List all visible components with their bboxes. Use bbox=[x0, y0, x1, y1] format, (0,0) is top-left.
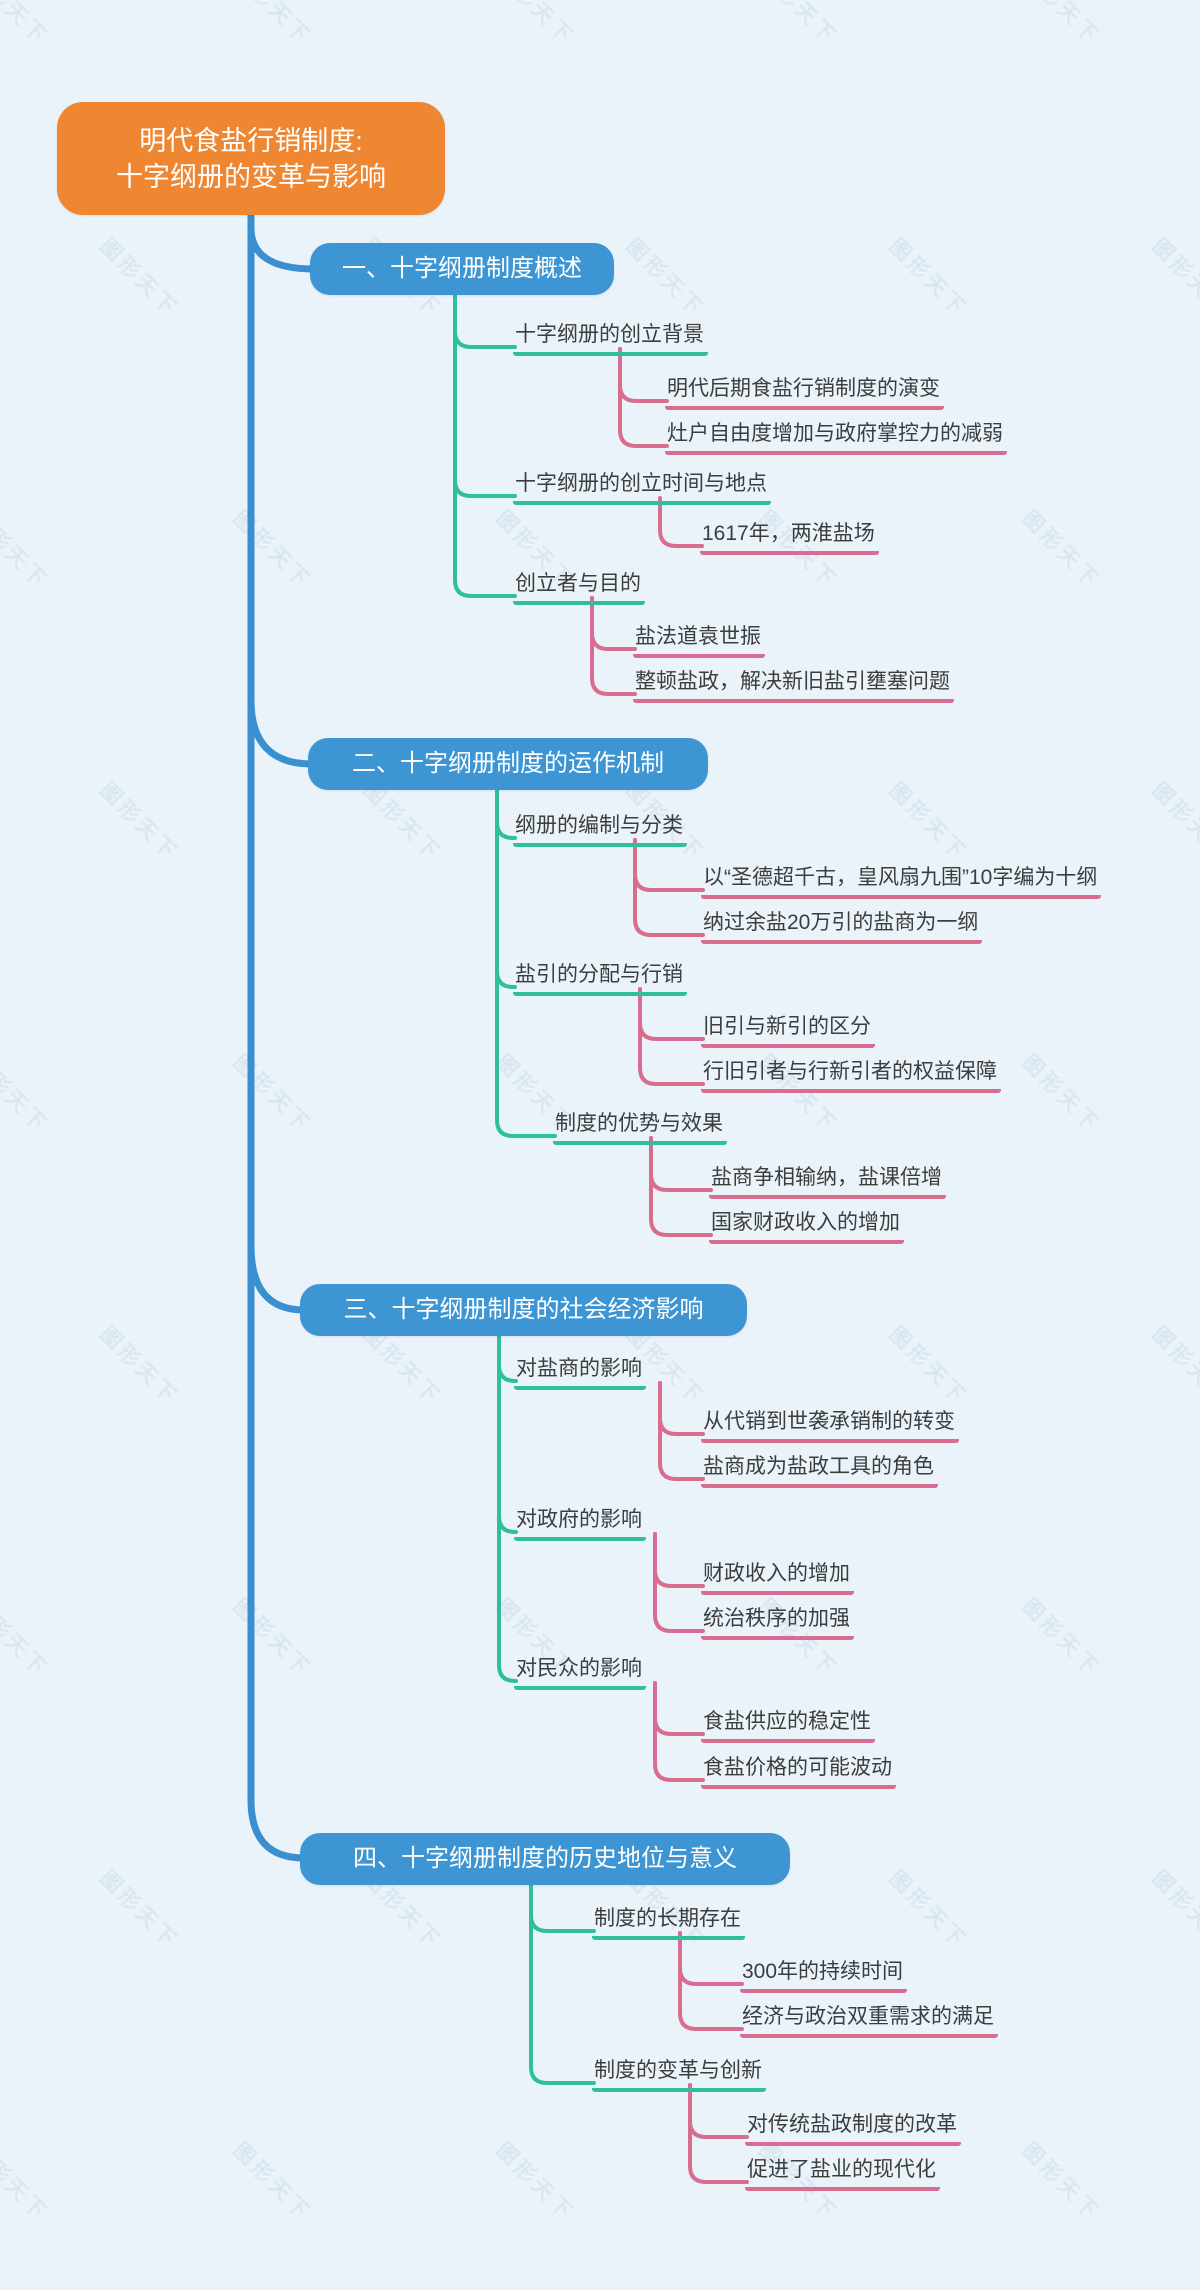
branch-4-topic-2[interactable]: 制度的变革与创新 bbox=[592, 2054, 766, 2092]
branch-3-topic-2-item-1[interactable]: 财政收入的增加 bbox=[701, 1557, 854, 1595]
branch-2-topic-connectors bbox=[495, 789, 557, 1138]
branch-4-topic-1[interactable]: 制度的长期存在 bbox=[592, 1902, 745, 1940]
branch-4-leaf-connectors bbox=[678, 1931, 749, 2184]
branch-4-box[interactable]: 四、十字纲册制度的历史地位与意义 bbox=[300, 1833, 790, 1885]
connector-branch-2 bbox=[247, 696, 316, 768]
branch-2-topic-3-item-1[interactable]: 盐商争相输纳，盐课倍增 bbox=[709, 1161, 946, 1199]
branch-4-topic-connectors bbox=[529, 1883, 596, 2085]
branch-3-topic-3-item-1[interactable]: 食盐供应的稳定性 bbox=[701, 1705, 875, 1743]
branch-1-topic-connectors bbox=[453, 293, 517, 598]
branch-2-topic-3[interactable]: 制度的优势与效果 bbox=[553, 1107, 727, 1145]
branch-3-topic-2-item-2[interactable]: 统治秩序的加强 bbox=[701, 1602, 854, 1640]
branch-3-topic-1[interactable]: 对盐商的影响 bbox=[514, 1352, 646, 1390]
branch-2-topic-2[interactable]: 盐引的分配与行销 bbox=[513, 958, 687, 996]
branch-2-topic-1-item-2[interactable]: 纳过余盐20万引的盐商为一纲 bbox=[701, 906, 983, 944]
branch-3-box[interactable]: 三、十字纲册制度的社会经济影响 bbox=[300, 1284, 747, 1336]
branch-3-topic-3[interactable]: 对民众的影响 bbox=[514, 1652, 646, 1690]
connector-trunk bbox=[247, 209, 308, 1862]
branch-3-topic-2[interactable]: 对政府的影响 bbox=[514, 1503, 646, 1541]
branch-2-box[interactable]: 二、十字纲册制度的运作机制 bbox=[308, 738, 708, 790]
branch-1-topic-1[interactable]: 十字纲册的创立背景 bbox=[513, 318, 708, 356]
branch-3-topic-3-item-2[interactable]: 食盐价格的可能波动 bbox=[701, 1751, 896, 1789]
branch-2-topic-2-item-2[interactable]: 行旧引者与行新引者的权益保障 bbox=[701, 1055, 1001, 1093]
branch-3-leaf-connectors bbox=[653, 1381, 705, 1782]
branch-1-topic-2-item-1[interactable]: 1617年，两淮盐场 bbox=[700, 517, 879, 555]
branch-3-topic-1-item-1[interactable]: 从代销到世袭承销制的转变 bbox=[701, 1405, 959, 1443]
branch-2-topic-3-item-2[interactable]: 国家财政收入的增加 bbox=[709, 1206, 904, 1244]
branch-1-topic-3[interactable]: 创立者与目的 bbox=[513, 567, 645, 605]
root-topic[interactable]: 明代食盐行销制度: 十字纲册的变革与影响 bbox=[57, 102, 445, 215]
branch-2-topic-1[interactable]: 纲册的编制与分类 bbox=[513, 809, 687, 847]
connector-branch-3 bbox=[247, 1242, 308, 1314]
branch-1-topic-1-item-1[interactable]: 明代后期食盐行销制度的演变 bbox=[665, 372, 944, 410]
branch-1-topic-3-item-2[interactable]: 整顿盐政，解决新旧盐引壅塞问题 bbox=[633, 665, 954, 703]
branch-2-topic-2-item-1[interactable]: 旧引与新引的区分 bbox=[701, 1010, 875, 1048]
root-topic-line2: 十字纲册的变革与影响 bbox=[116, 161, 386, 192]
branch-1-topic-2[interactable]: 十字纲册的创立时间与地点 bbox=[513, 467, 771, 505]
root-topic-line1: 明代食盐行销制度: bbox=[139, 125, 363, 156]
branch-1-topic-1-item-2[interactable]: 灶户自由度增加与政府掌控力的减弱 bbox=[665, 417, 1007, 455]
branch-4-topic-2-item-1[interactable]: 对传统盐政制度的改革 bbox=[745, 2108, 961, 2146]
connector-branch-1 bbox=[247, 224, 318, 273]
branch-2-leaf-connectors bbox=[633, 838, 713, 1237]
branch-1-topic-3-item-1[interactable]: 盐法道袁世振 bbox=[633, 620, 765, 658]
branch-3-topic-connectors bbox=[497, 1335, 518, 1683]
branch-2-topic-1-item-1[interactable]: 以“圣德超千古，皇风扇九围”10字编为十纲 bbox=[701, 861, 1102, 899]
branch-3-topic-1-item-2[interactable]: 盐商成为盐政工具的角色 bbox=[701, 1450, 938, 1488]
branch-1-box[interactable]: 一、十字纲册制度概述 bbox=[310, 243, 614, 295]
branch-1-leaf-connectors bbox=[590, 347, 704, 696]
branch-4-topic-1-item-2[interactable]: 经济与政治双重需求的满足 bbox=[740, 2000, 998, 2038]
branch-4-topic-1-item-1[interactable]: 300年的持续时间 bbox=[740, 1955, 908, 1993]
branch-4-topic-2-item-2[interactable]: 促进了盐业的现代化 bbox=[745, 2153, 940, 2191]
